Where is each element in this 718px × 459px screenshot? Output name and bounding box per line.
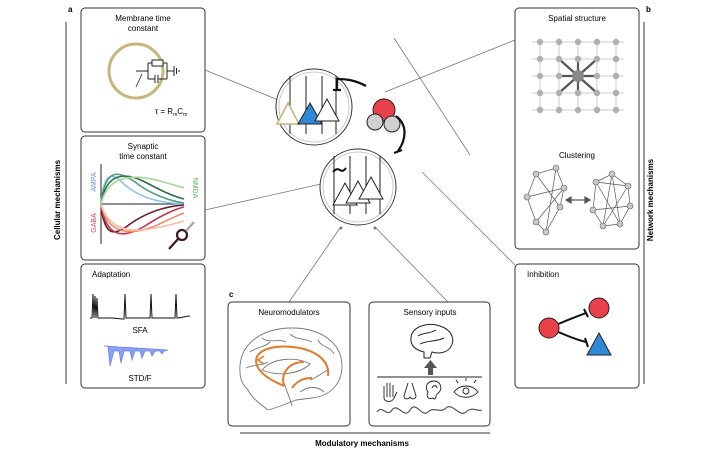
neuromodulator-pathways xyxy=(254,345,330,389)
spatial-grid-graphic xyxy=(532,38,624,114)
synaptic-title-line2: time constant xyxy=(119,152,167,161)
inhibitory-neuron-icon xyxy=(538,317,560,339)
synaptic-time-constant-panel: Synaptic time constant AMPA GABA NMDA xyxy=(80,135,206,261)
modulatory-mechanisms-label: Modulatory mechanisms xyxy=(315,439,409,448)
neuromodulators-title: Neuromodulators xyxy=(258,308,319,317)
sensory-signal-trace xyxy=(376,406,483,414)
double-arrow-icon xyxy=(564,195,592,205)
gaba-label: GABA xyxy=(91,213,98,233)
membrane-title: Membrane time xyxy=(115,14,171,23)
panel-letter-c: c xyxy=(229,290,234,299)
synapse-input-icon xyxy=(332,167,347,173)
sensory-inputs-panel: Sensory inputs xyxy=(368,301,491,427)
clustering-title: Clustering xyxy=(559,151,595,160)
neuron-icon xyxy=(314,97,340,122)
std-trace xyxy=(104,345,169,367)
adaptation-panel: Adaptation SFA STD/F xyxy=(80,263,206,389)
ipsc-curves xyxy=(100,203,185,235)
clustering-nodes xyxy=(523,164,634,236)
connector-lines xyxy=(204,37,516,303)
inhibitory-neuron-icon xyxy=(588,297,610,319)
spatial-structure-title: Spatial structure xyxy=(548,14,606,23)
tau-formula: τ = RmCm xyxy=(155,107,187,118)
cellular-mechanisms-label: Cellular mechanisms xyxy=(53,159,62,240)
cell-membrane-ring xyxy=(107,42,165,100)
inhibition-panel: Inhibition xyxy=(514,263,640,389)
rc-circuit-icon xyxy=(135,59,180,88)
neuron-icon xyxy=(358,175,384,200)
central-circuit-bottom xyxy=(319,148,397,226)
nmda-label: NMDA xyxy=(191,178,198,199)
membrane-neuron-icon xyxy=(275,101,301,125)
stdf-label: STD/F xyxy=(128,374,151,383)
panel-letter-b: b xyxy=(646,5,651,14)
adaptation-title: Adaptation xyxy=(92,270,130,279)
hand-icon xyxy=(383,383,398,402)
network-mechanisms-label: Network mechanisms xyxy=(646,158,655,241)
connector-end-dot xyxy=(339,226,343,230)
sfa-label: SFA xyxy=(132,326,148,335)
inhibition-title: Inhibition xyxy=(527,270,559,279)
nose-icon xyxy=(403,382,417,400)
membrane-title-line2: constant xyxy=(128,24,159,33)
membrane-time-constant-panel: Membrane time constant τ = RmCm xyxy=(80,7,206,133)
synapse-blocker-icon xyxy=(168,221,195,250)
connector-end-dot xyxy=(373,226,377,230)
brain-outline-icon xyxy=(410,324,454,359)
synaptic-title: Synaptic xyxy=(128,142,159,151)
excitatory-neuron-icon xyxy=(586,331,612,356)
network-structure-panel: Spatial structure xyxy=(514,7,640,250)
central-circuit-top xyxy=(275,68,353,146)
up-arrow-icon xyxy=(424,360,437,375)
neuromodulators-panel: Neuromodulators xyxy=(227,301,351,427)
inhibitory-interneuron-group xyxy=(333,77,406,155)
ampa-label: AMPA xyxy=(91,172,98,192)
ear-icon xyxy=(425,380,442,400)
panel-letter-a: a xyxy=(68,5,73,14)
sfa-trace xyxy=(90,293,191,320)
sensory-inputs-title: Sensory inputs xyxy=(404,308,457,317)
eye-icon xyxy=(453,378,479,398)
epsc-curves xyxy=(100,173,185,205)
